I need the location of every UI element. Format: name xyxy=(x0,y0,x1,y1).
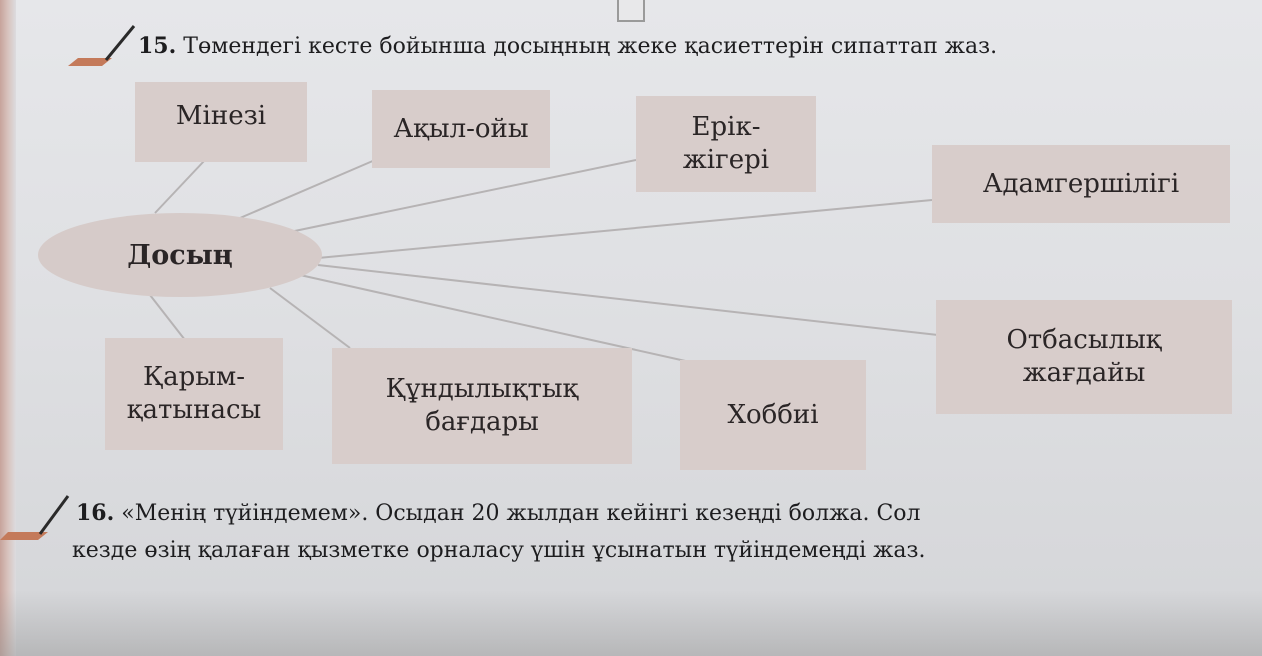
node-erik-label-2: жігері xyxy=(682,145,770,175)
node-kundylyk: Құндылықтық бағдары xyxy=(332,348,632,464)
node-karym-label-2: қатынасы xyxy=(126,395,262,425)
node-adamger-label: Адамгершілігі xyxy=(982,168,1180,199)
page-bottom-shadow xyxy=(0,590,1262,656)
node-karym-label-1: Қарым- xyxy=(143,362,245,392)
center-node-label: Досың xyxy=(127,239,233,271)
pencil-icon xyxy=(68,25,136,66)
connector-kundylyk xyxy=(269,287,351,349)
node-otbasy-label-1: Отбасылық xyxy=(1006,325,1162,355)
task-16-line-1: 16. «Менің түйіндемем». Осыдан 20 жылдан… xyxy=(76,500,921,526)
node-hobbi: Хоббиі xyxy=(680,360,866,470)
node-kundylyk-label-2: бағдары xyxy=(425,407,539,437)
node-otbasy-label-2: жағдайы xyxy=(1022,358,1146,388)
task-16-number: 16. xyxy=(76,500,115,526)
connector-hobbi xyxy=(299,274,691,363)
node-adamger: Адамгершілігі xyxy=(932,145,1230,223)
node-erik: Ерік- жігері xyxy=(636,96,816,192)
center-node-dosyn: Досың xyxy=(38,213,322,297)
checkbox-square xyxy=(617,0,645,22)
connector-erik xyxy=(284,159,637,234)
node-akyl: Ақыл-ойы xyxy=(372,90,550,168)
node-otbasy: Отбасылық жағдайы xyxy=(936,300,1232,414)
node-karym: Қарым- қатынасы xyxy=(105,338,283,450)
connector-otbasy xyxy=(317,264,939,336)
task-15: 15. Төмендегі кесте бойынша досыңның жек… xyxy=(138,33,997,59)
task-16-text-2: кезде өзің қалаған қызметке орналасу үші… xyxy=(72,538,926,563)
task-16-line-2: кезде өзің қалаған қызметке орналасу үші… xyxy=(72,538,926,563)
node-akyl-label: Ақыл-ойы xyxy=(393,113,529,144)
connector-adamger xyxy=(317,199,933,259)
node-minezi: Мінезі xyxy=(135,82,307,162)
node-erik-label-1: Ерік- xyxy=(691,112,761,142)
connector-akyl xyxy=(239,159,376,219)
node-hobbi-label: Хоббиі xyxy=(727,399,819,430)
connector-minezi xyxy=(154,159,206,214)
node-minezi-label: Мінезі xyxy=(175,101,267,131)
node-kundylyk-label-1: Құндылықтық xyxy=(385,374,579,404)
pencil-icon xyxy=(0,495,70,540)
task-15-text: Төмендегі кесте бойынша досыңның жеке қа… xyxy=(183,34,998,59)
connector-karym xyxy=(149,294,186,341)
task-15-number: 15. xyxy=(138,33,177,59)
page-edge xyxy=(0,0,16,656)
task-16-text-1: «Менің түйіндемем». Осыдан 20 жылдан кей… xyxy=(121,501,921,526)
